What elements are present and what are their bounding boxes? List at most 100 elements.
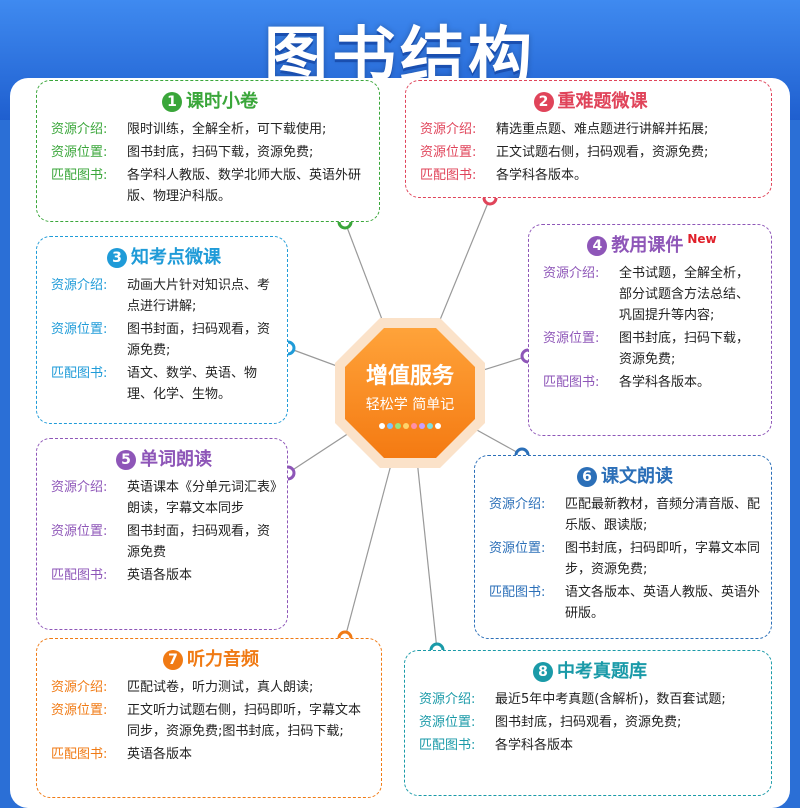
- row-value: 图书封底，扫码观看，资源免费;: [495, 715, 682, 730]
- row-value: 图书封面，扫码观看，资源免费: [127, 524, 271, 560]
- row-label: 资源位置:: [420, 145, 477, 160]
- row-value: 图书封底，扫码下载，资源免费;: [127, 145, 314, 160]
- hub-subtitle: 轻松学 简单记: [365, 397, 455, 413]
- row-value: 各学科各版本: [495, 738, 574, 753]
- row-value: 各学科人教版、数学北师大版、英语外研版、物理沪科版。: [127, 168, 362, 204]
- card-row: 资源位置: 图书封面，扫码观看，资源免费: [51, 521, 277, 563]
- row-label: 资源介绍:: [543, 266, 600, 281]
- card-row: 资源位置:正文听力试题右侧，扫码即听，字幕文本同步，资源免费;图书封底，扫码下载…: [51, 700, 371, 742]
- card-row: 资源介绍:精选重点题、难点题进行讲解并拓展;: [420, 119, 761, 140]
- card-row: 资源位置: 图书封底，扫码即听，字幕文本同步，资源免费;: [489, 538, 761, 580]
- hub-center: 增值服务 轻松学 简单记: [345, 328, 475, 458]
- card-row: 资源介绍:限时训练，全解全析，可下载使用;: [51, 119, 369, 140]
- card-title-text: 知考点微课: [131, 247, 221, 268]
- row-label: 资源位置:: [489, 541, 546, 556]
- row-label: 匹配图书:: [51, 747, 108, 762]
- row-label: 资源介绍:: [51, 278, 108, 293]
- row-value: 各学科各版本。: [619, 375, 711, 390]
- card-row: 资源介绍: 匹配最新教材，音频分清音版、配乐版、跟读版;: [489, 494, 761, 536]
- row-label: 资源位置:: [543, 331, 600, 346]
- card-row: 资源介绍: 动画大片针对知识点、考点进行讲解;: [51, 275, 277, 317]
- row-label: 匹配图书:: [419, 738, 476, 753]
- row-label: 资源位置:: [51, 322, 108, 337]
- row-value: 匹配试卷，听力测试，真人朗读;: [127, 680, 314, 695]
- card-number-badge: 1: [162, 92, 182, 112]
- row-value: 限时训练，全解全析，可下载使用;: [127, 122, 327, 137]
- card-number-badge: 5: [116, 450, 136, 470]
- card-number-badge: 7: [163, 650, 183, 670]
- card-number-badge: 6: [577, 467, 597, 487]
- row-value: 最近5年中考真题(含解析)，数百套试题;: [495, 692, 726, 707]
- card-row: 匹配图书: 各学科各版本。: [543, 372, 761, 393]
- card-row: 资源位置: 正文试题右侧，扫码观看，资源免费;: [420, 142, 761, 163]
- card-row: 匹配图书: 语文、数学、英语、物理、化学、生物。: [51, 363, 277, 405]
- row-label: 资源介绍:: [51, 480, 108, 495]
- card-title-text: 中考真题库: [557, 661, 647, 682]
- row-label: 资源介绍:: [419, 692, 476, 707]
- row-label: 资源位置:: [419, 715, 476, 730]
- row-value: 图书封面，扫码观看，资源免费;: [127, 322, 271, 358]
- card-row: 资源位置: 图书封底，扫码观看，资源免费;: [419, 712, 761, 733]
- row-value: 匹配最新教材，音频分清音版、配乐版、跟读版;: [565, 497, 761, 533]
- row-value: 全书试题，全解全析，部分试题含方法总结、巩固提升等内容;: [619, 266, 750, 323]
- row-label: 匹配图书:: [51, 568, 108, 583]
- card-row: 资源介绍: 最近5年中考真题(含解析)，数百套试题;: [419, 689, 761, 710]
- card-title-text: 重难题微课: [557, 91, 648, 112]
- row-label: 资源介绍:: [420, 122, 477, 137]
- card-row: 资源介绍: 匹配试卷，听力测试，真人朗读;: [51, 677, 371, 698]
- row-label: 资源位置:: [51, 703, 108, 718]
- card-title-text: 课文朗读: [601, 466, 673, 487]
- card-row: 匹配图书: 英语各版本: [51, 565, 277, 586]
- row-value: 图书封底，扫码下载，资源免费;: [619, 331, 750, 367]
- card-title-text: 课时小卷: [186, 91, 258, 112]
- card-row: 资源位置: 图书封面，扫码观看，资源免费;: [51, 319, 277, 361]
- row-value: 图书封底，扫码即听，字幕文本同步，资源免费;: [565, 541, 761, 577]
- row-label: 资源位置:: [51, 524, 108, 539]
- row-label: 资源位置:: [51, 145, 108, 160]
- card-row: 资源介绍: 英语课本《分单元词汇表》朗读，字幕文本同步: [51, 477, 277, 519]
- row-value: 动画大片针对知识点、考点进行讲解;: [127, 278, 271, 314]
- card-row: 资源介绍: 全书试题，全解全析，部分试题含方法总结、巩固提升等内容;: [543, 263, 761, 326]
- card-row: 匹配图书: 各学科各版本: [419, 735, 761, 756]
- card-row: 匹配图书: 各学科各版本。: [420, 165, 761, 186]
- row-value: 语文、数学、英语、物理、化学、生物。: [127, 366, 258, 402]
- row-value: 英语各版本: [127, 568, 193, 583]
- row-value: 正文试题右侧，扫码观看，资源免费;: [496, 145, 709, 160]
- card-title-text: 听力音频: [187, 649, 259, 670]
- card-row: 匹配图书: 语文各版本、英语人教版、英语外研版。: [489, 582, 761, 624]
- row-label: 匹配图书:: [51, 168, 108, 183]
- card-title-text: 教用课件: [611, 235, 684, 256]
- new-badge: New: [687, 232, 717, 246]
- row-label: 资源介绍:: [489, 497, 546, 512]
- card-number-badge: 4: [587, 236, 608, 256]
- row-label: 匹配图书:: [489, 585, 546, 600]
- card-row: 匹配图书:英语各版本: [51, 744, 371, 765]
- row-label: 匹配图书:: [51, 366, 108, 381]
- card-number-badge: 3: [107, 248, 127, 268]
- row-value: 各学科各版本。: [496, 168, 588, 183]
- row-label: 资源介绍:: [51, 680, 108, 695]
- card-number-badge: 8: [533, 662, 553, 682]
- row-value: 语文各版本、英语人教版、英语外研版。: [565, 585, 761, 621]
- row-label: 匹配图书:: [420, 168, 477, 183]
- card-title-text: 单词朗读: [140, 449, 212, 470]
- card-row: 资源位置: 图书封底，扫码下载，资源免费;: [51, 142, 369, 163]
- row-value: 英语课本《分单元词汇表》朗读，字幕文本同步: [127, 480, 277, 516]
- row-label: 匹配图书:: [543, 375, 600, 390]
